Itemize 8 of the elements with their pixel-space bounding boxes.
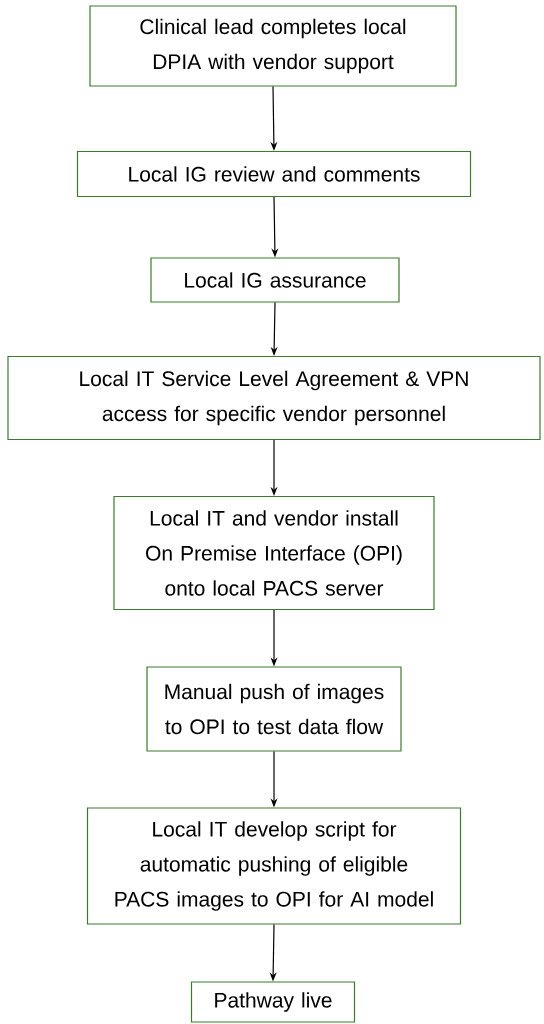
process-box: Local IG review and comments xyxy=(76,150,472,198)
process-box: Manual push of images to OPI to test data flow xyxy=(146,666,402,752)
process-box: Local IT and vendor install On Premise Interface (OPI) onto local PACS server xyxy=(113,495,435,611)
process-box: Clinical lead completes local DPIA with vendor support xyxy=(89,5,457,87)
process-box: Local IG assurance xyxy=(150,257,400,303)
process-box: Local IT Service Level Agreement & VPN access for specific vendor personnel xyxy=(7,355,541,441)
process-box: Local IT develop script for automatic pushing of eligible PACS images to OPI for AI model xyxy=(86,807,462,925)
process-box: Pathway live xyxy=(190,981,356,1023)
